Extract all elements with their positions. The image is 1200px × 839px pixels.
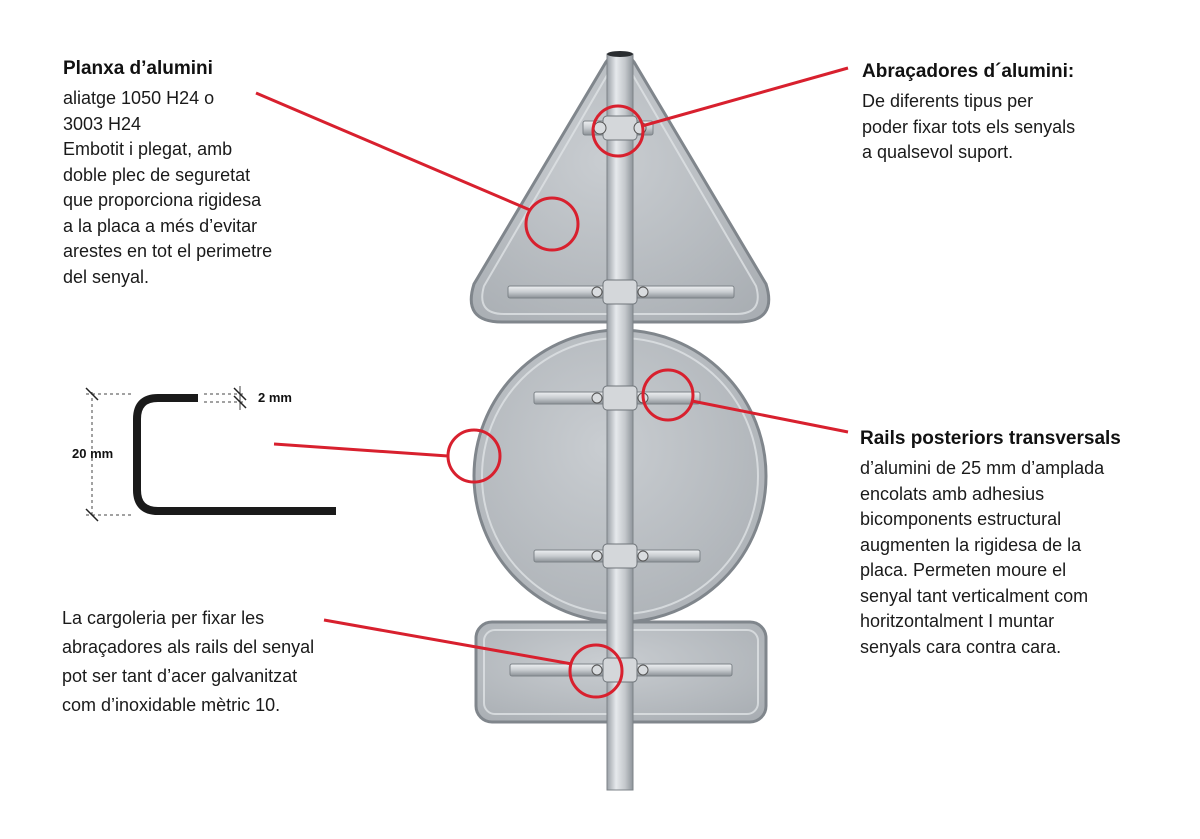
text-line: placa. Permeten moure el — [860, 560, 1067, 580]
marker-hardware — [568, 643, 624, 699]
text-line: senyal tant verticalment com — [860, 585, 1089, 606]
thickness-label: 2 mm — [258, 390, 292, 405]
text-line: De diferents tipus per — [862, 91, 1034, 111]
callout-clamps-title: Abraçadores d´alumini: — [862, 61, 1075, 82]
text-line: pot ser tant d’acer galvanitzat — [62, 666, 298, 686]
text-line: que proporciona rigidesa — [63, 190, 262, 210]
text-line: La cargoleria per fixar les — [62, 608, 265, 628]
callout-clamps: Abraçadores d´alumini: De diferents tipu… — [862, 59, 1075, 166]
marker-plate — [524, 196, 580, 252]
text-line: a qualsevol suport. — [862, 142, 1014, 162]
text-line: senyals cara contra cara. — [860, 636, 1062, 657]
text-line: doble plec de seguretat — [63, 164, 251, 185]
callout-rails-title: Rails posteriors transversals — [860, 428, 1121, 449]
marker-rail — [641, 368, 695, 422]
callout-hardware: La cargoleria per fixar les abraçadores … — [62, 604, 314, 720]
transverse-rails — [507, 285, 735, 677]
text-line: encolats amb adhesius — [860, 483, 1045, 504]
edge-profile-drawing — [85, 386, 336, 522]
text-line: Embotit i plegat, amb — [63, 139, 233, 159]
callout-clamps-text: De diferents tipus per poder fixar tots … — [862, 89, 1075, 166]
callout-rails: Rails posteriors transversals d’alumini … — [860, 426, 1121, 660]
text-line: abraçadores als rails del senyal — [62, 637, 315, 657]
text-line: a la placa a més d’evitar — [63, 215, 258, 236]
callout-plate: Planxa d’alumini aliatge 1050 H24 o 3003… — [63, 56, 272, 290]
leader-plate — [255, 91, 531, 212]
callout-hardware-text: La cargoleria per fixar les abraçadores … — [62, 604, 314, 720]
marker-clamp — [591, 104, 645, 158]
text-line: d’alumini de 25 mm d’amplada — [860, 458, 1105, 478]
text-line: horitzontalment I muntar — [860, 611, 1055, 631]
text-line: arestes en tot el perimetre — [63, 241, 273, 261]
height-label: 20 mm — [72, 446, 114, 461]
text-line: poder fixar tots els senyals — [862, 116, 1076, 137]
text-line: augmenten la rigidesa de la — [860, 534, 1082, 555]
callout-rails-text: d’alumini de 25 mm d’amplada encolats am… — [860, 456, 1121, 660]
text-line: bicomponents estructural — [860, 509, 1062, 529]
text-line: 3003 H24 — [63, 113, 142, 134]
callout-plate-title: Planxa d’alumini — [63, 58, 213, 79]
callout-plate-text: aliatge 1050 H24 o 3003 H24 Embotit i pl… — [63, 86, 272, 290]
clamps — [591, 115, 649, 683]
text-line: aliatge 1050 H24 o — [63, 88, 215, 108]
leader-hardware — [323, 618, 573, 666]
callout-markers — [255, 66, 849, 699]
leader-edge — [273, 442, 449, 458]
text-line: com d’inoxidable mètric 10. — [62, 695, 281, 715]
leader-clamp — [641, 66, 849, 128]
leader-rail — [691, 399, 849, 434]
text-line: del senyal. — [63, 266, 150, 287]
